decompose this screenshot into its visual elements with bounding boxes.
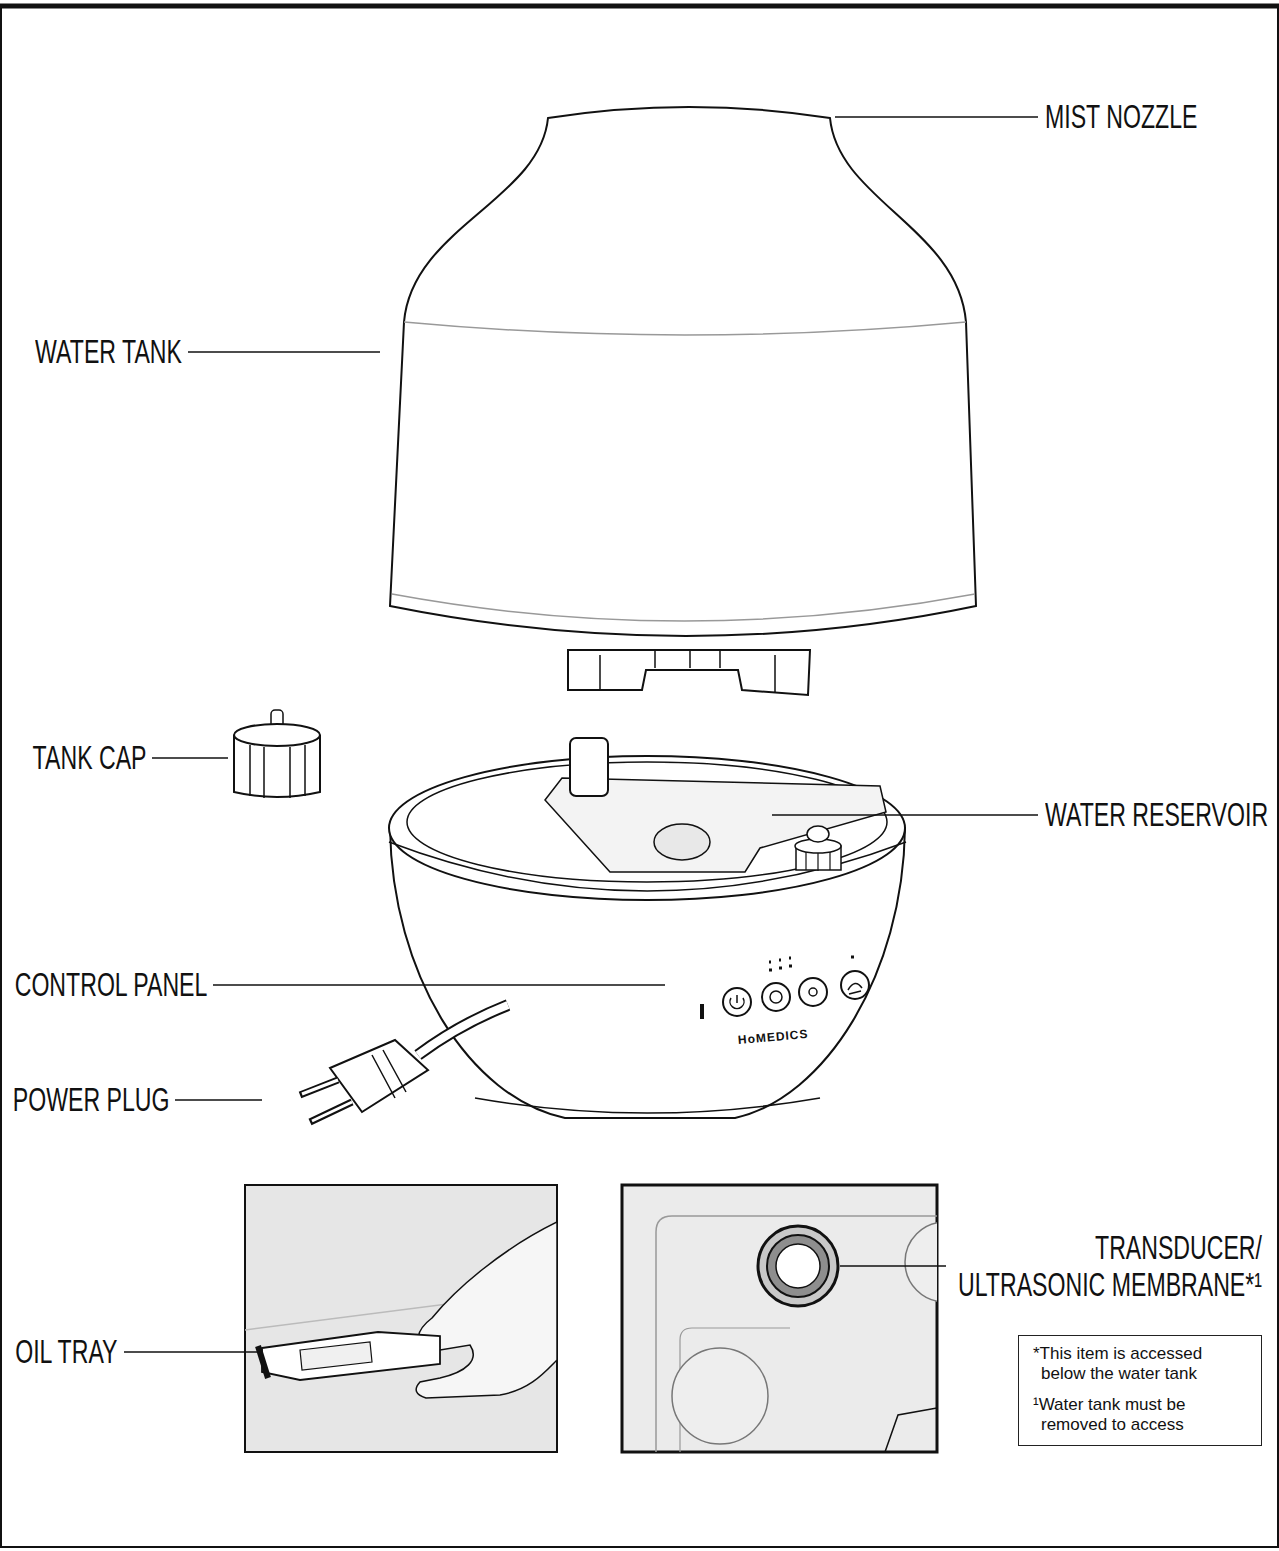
reservoir-dome [654, 824, 710, 860]
water-tank [390, 107, 976, 636]
float-tab [570, 738, 608, 796]
oil-tray [262, 1332, 440, 1380]
plug-prongs [300, 1080, 352, 1122]
light-icon [809, 988, 817, 996]
leader-line [213, 984, 665, 986]
frame-top-rule [0, 4, 1279, 9]
timer-icon [770, 991, 782, 1003]
part-label: WATER TANK [35, 333, 182, 370]
reservoir-floor-outline [656, 1216, 937, 1452]
indicator-leds [769, 957, 854, 970]
oil-tray-inset-art [245, 1222, 557, 1398]
power-button [723, 988, 751, 1016]
power-cord [418, 1005, 508, 1055]
tab-outline [885, 1408, 937, 1452]
hand [416, 1222, 557, 1398]
tank-band-line [392, 594, 975, 621]
leader-line [175, 1099, 262, 1101]
note-box: *This item is accessed below the water t… [1018, 1335, 1262, 1446]
leader-line [188, 351, 380, 353]
power-plug [330, 1040, 428, 1112]
tank-cap-ribs [250, 745, 305, 798]
transducer-ring [758, 1226, 838, 1306]
ultrasonic-membrane [776, 1244, 820, 1288]
timer-button [762, 983, 790, 1011]
part-label: TANK CAP [33, 739, 147, 776]
transducer-inset [622, 1185, 937, 1452]
part-label: TRANSDUCER/ ULTRASONIC MEMBRANE*¹ [948, 1229, 1262, 1304]
valve-knob [807, 826, 829, 842]
light-button [799, 978, 827, 1006]
leader-line [152, 757, 228, 759]
tank-cap-top [234, 724, 320, 746]
transducer-seal [767, 1235, 829, 1297]
tank-leg-ribs [600, 650, 775, 692]
leader-line [840, 1265, 946, 1267]
leader-line [835, 116, 1038, 118]
oil-tray-inset [245, 1185, 557, 1452]
power-cord-fill [418, 1005, 508, 1055]
part-label: MIST NOZZLE [1045, 98, 1197, 135]
part-label: CONTROL PANEL [14, 966, 207, 1003]
oil-tray-pad [300, 1342, 372, 1370]
indicator-mark [700, 1004, 704, 1019]
plug-prong-fill [302, 1080, 352, 1121]
mist-button [841, 971, 869, 999]
leader-line [124, 1351, 258, 1353]
tank-band-line [404, 322, 966, 335]
part-label: POWER PLUG [12, 1081, 169, 1118]
tank-legs [568, 650, 810, 695]
leader-lines [124, 117, 1038, 1352]
dome-outline [672, 1348, 768, 1444]
tray-slot [258, 1346, 268, 1378]
leader-line [772, 814, 1038, 816]
base-foot-line [475, 1098, 820, 1113]
note-text: ¹Water tank must be removed to access [1033, 1395, 1249, 1436]
base-rim [389, 756, 905, 900]
note-text: *This item is accessed below the water t… [1033, 1344, 1249, 1385]
base-inner-rim [407, 762, 887, 882]
valve-outline [905, 1222, 937, 1302]
part-label: WATER RESERVOIR [1045, 796, 1268, 833]
transducer-inset-art [656, 1216, 937, 1452]
part-label: OIL TRAY [16, 1333, 118, 1370]
mist-icon [848, 983, 862, 994]
power-icon [730, 995, 744, 1009]
page-frame [1, 6, 1278, 1547]
plug-grip [372, 1050, 406, 1098]
